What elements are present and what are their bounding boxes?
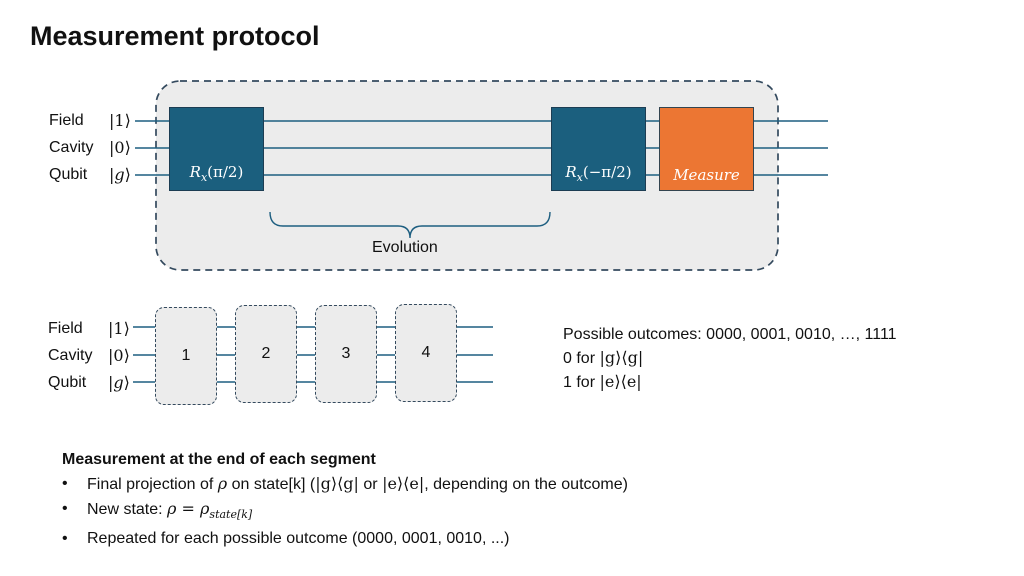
outcome-one: 1 for |e⟩⟨e| <box>563 372 642 391</box>
note-new-state: New state: ρ = ρstate[k] <box>62 497 628 527</box>
evolution-label: Evolution <box>372 239 438 256</box>
segment-1: 1 <box>155 307 217 405</box>
wire-label-field: Field <box>49 112 84 129</box>
rx-pi-half-gate: Rx(π/2) <box>169 107 264 191</box>
outcomes-list: Possible outcomes: 0000, 0001, 0010, …, … <box>563 326 897 343</box>
segment-3: 3 <box>315 305 377 403</box>
segment-2: 2 <box>235 305 297 403</box>
wire-label-field: Field <box>48 320 83 337</box>
measure-gate: Measure <box>659 107 754 191</box>
wire-label-qubit: Qubit <box>48 374 87 391</box>
note-final-projection: Final projection of ρ on state[k] (|g⟩⟨g… <box>62 472 628 497</box>
rx-minus-pi-half-gate: Rx(−π/2) <box>551 107 646 191</box>
wire-label-cavity: Cavity <box>48 347 93 364</box>
segment-4: 4 <box>395 304 457 402</box>
measurement-notes: Measurement at the end of each segment F… <box>62 448 628 551</box>
page-title: Measurement protocol <box>30 21 320 51</box>
ket-field: |1⟩ <box>109 111 131 130</box>
outcomes-text: Possible outcomes: 0000, 0001, 0010, …, … <box>563 323 897 394</box>
ket-qubit: |g⟩ <box>108 373 130 392</box>
ket-cavity: |0⟩ <box>109 138 131 157</box>
ket-cavity: |0⟩ <box>108 346 130 365</box>
ket-qubit: |g⟩ <box>109 165 131 184</box>
notes-heading: Measurement at the end of each segment <box>62 451 376 468</box>
outcome-zero: 0 for |g⟩⟨g| <box>563 348 644 367</box>
wire-label-cavity: Cavity <box>49 139 94 156</box>
wire-label-qubit: Qubit <box>49 166 88 183</box>
note-repeated: Repeated for each possible outcome (0000… <box>62 527 628 551</box>
evolution-brace <box>269 211 551 239</box>
ket-field: |1⟩ <box>108 319 130 338</box>
notes-list: Final projection of ρ on state[k] (|g⟩⟨g… <box>62 472 628 551</box>
